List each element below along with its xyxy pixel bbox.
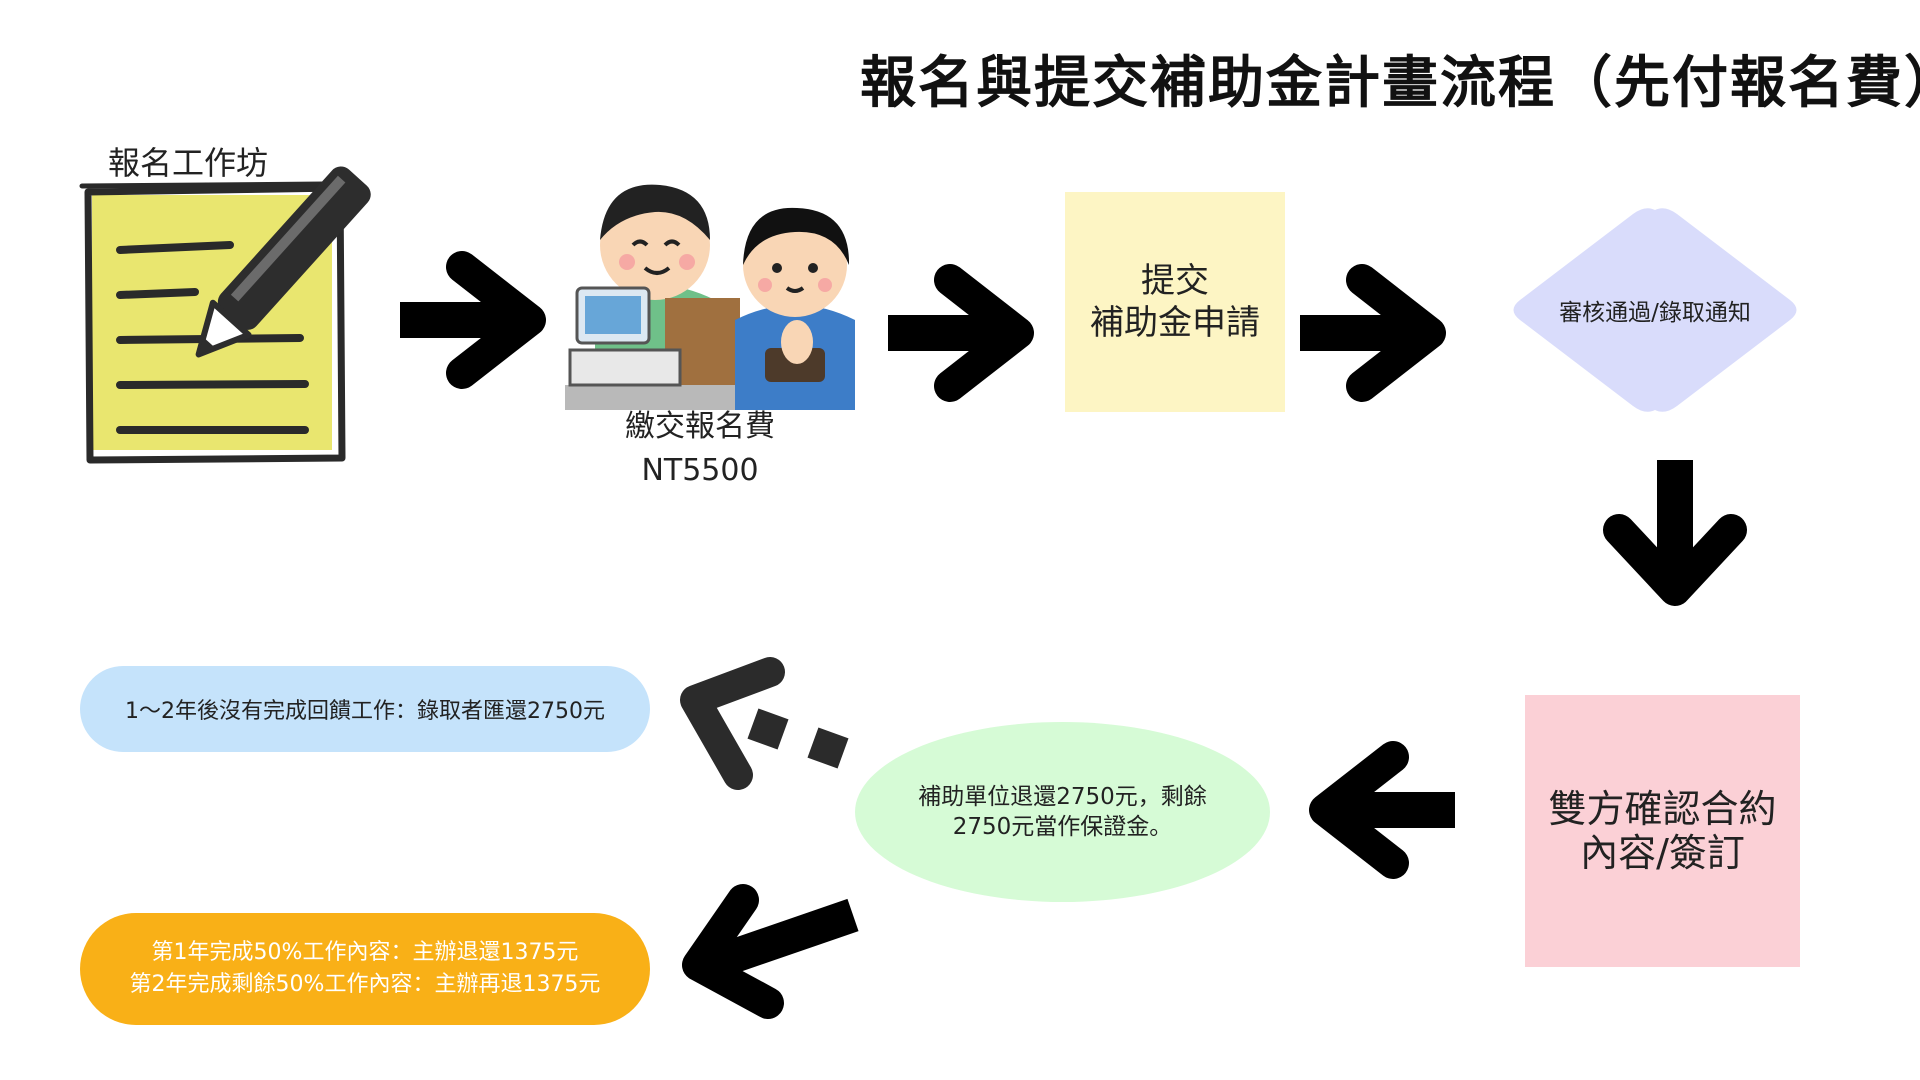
contract-box-line1: 雙方確認合約 <box>1548 787 1777 831</box>
notepad-pencil-icon <box>79 166 371 464</box>
arrow-left-icon <box>1309 741 1455 879</box>
success-pill-line2: 第2年完成剩餘50%工作內容：主辦再退1375元 <box>129 972 601 997</box>
arrow-down-icon <box>1603 460 1747 606</box>
contract-signing-box: 雙方確認合約 內容/簽訂 <box>1525 695 1800 967</box>
completion-refund-pill: 第1年完成50%工作內容：主辦退還1375元 第2年完成剩餘50%工作內容：主辦… <box>80 913 650 1025</box>
arrow-right-icon <box>1300 264 1446 402</box>
review-diamond-shape <box>1513 208 1797 412</box>
page-title: 報名與提交補助金計畫流程（先付報名費） <box>860 51 1920 116</box>
refund-ellipse-line1: 補助單位退還2750元，剩餘 <box>918 784 1207 810</box>
submit-box-line2: 補助金申請 <box>1090 303 1260 343</box>
refund-deposit-ellipse: 補助單位退還2750元，剩餘 2750元當作保證金。 <box>855 722 1270 902</box>
review-notice-label: 審核通過/錄取通知 <box>1559 300 1751 326</box>
payment-label: 繳交報名費 NT5500 <box>575 405 825 493</box>
arrow-right-icon <box>400 251 546 389</box>
submit-application-box: 提交 補助金申請 <box>1065 192 1285 412</box>
payment-amount: NT5500 <box>641 453 759 488</box>
workshop-label: 報名工作坊 <box>108 144 269 182</box>
success-pill-line1: 第1年完成50%工作內容：主辦退還1375元 <box>151 940 579 965</box>
arrow-down-left-icon <box>682 884 859 1019</box>
refund-ellipse-line2: 2750元當作保證金。 <box>952 814 1173 840</box>
arrow-right-icon <box>888 264 1034 402</box>
payment-label-line1: 繳交報名費 <box>625 409 775 444</box>
submit-box-line1: 提交 <box>1141 261 1209 301</box>
cashier-payment-illustration <box>565 184 855 410</box>
contract-box-line2: 內容/簽訂 <box>1580 831 1745 875</box>
dashed-arrow-up-left-icon <box>680 657 849 790</box>
no-feedback-repay-pill: 1～2年後沒有完成回饋工作：錄取者匯還2750元 <box>80 666 650 752</box>
